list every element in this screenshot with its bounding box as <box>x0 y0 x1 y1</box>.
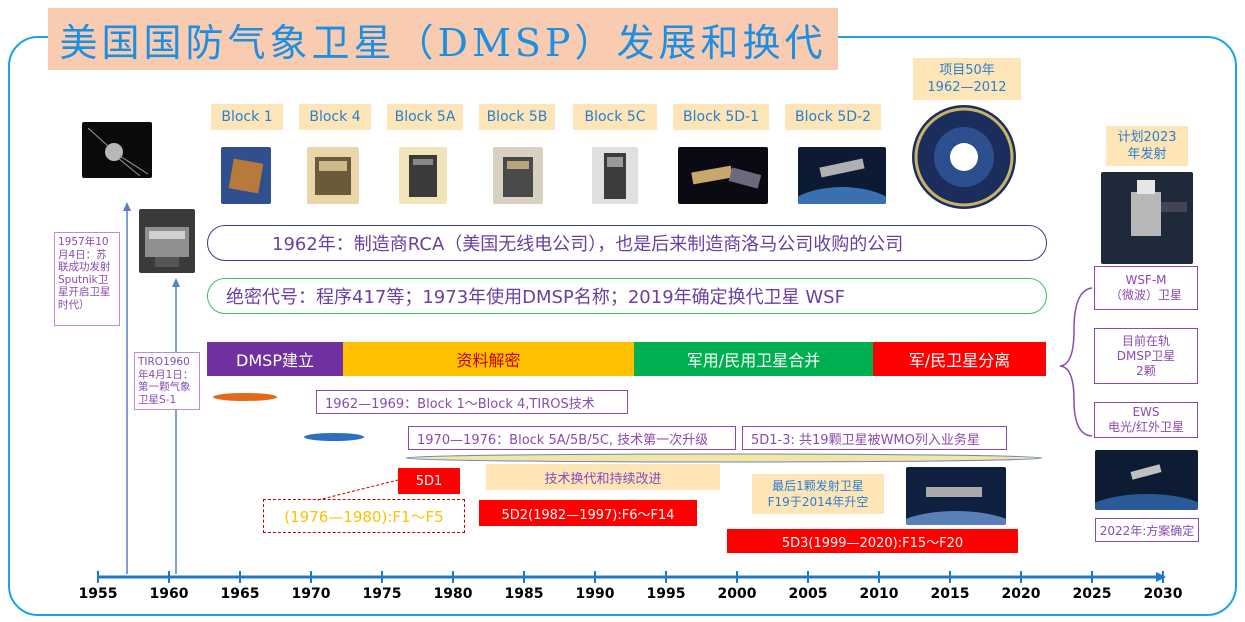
ews-line1: EWS <box>1132 405 1160 419</box>
year-label: 1995 <box>646 586 686 602</box>
wsf-m-line2: （微波）卫星 <box>1109 288 1182 302</box>
block-5d1-tag: Block 5D-1 <box>673 104 769 130</box>
block-5a-image <box>399 147 447 204</box>
year-label: 2015 <box>930 586 970 602</box>
year-label: 1980 <box>433 586 473 602</box>
dmsp-50-years-seal <box>912 105 1016 209</box>
anniversary-tag: 项目50年 1962—2012 <box>913 58 1021 100</box>
block-5c-tag: Block 5C <box>573 104 657 130</box>
block-1-tag: Block 1 <box>211 104 283 130</box>
range-5d1: (1976—1980):F1～F5 <box>263 499 465 533</box>
plan-line1: 计划2023 <box>1117 130 1177 145</box>
block-5b-image <box>493 147 543 204</box>
block-5c-image <box>592 147 638 204</box>
ews-box: EWS 电光/红外卫星 <box>1094 402 1198 438</box>
in-orbit-line1: 目前在轨 <box>1121 333 1170 348</box>
block-5d2-tag: Block 5D-2 <box>785 104 881 130</box>
year-label: 1970 <box>291 586 331 602</box>
block-5a-tag: Block 5A <box>387 104 463 130</box>
in-orbit-line2: DMSP卫星 <box>1116 348 1176 363</box>
year-label: 1985 <box>504 586 544 602</box>
block-5d2-image <box>798 147 886 204</box>
year-label: 1960 <box>149 586 189 602</box>
last-sat-note: 最后1颗发射卫星 F19于2014年升空 <box>752 474 884 514</box>
rca-capsule: 1962年：制造商RCA（美国无线电公司），也是后来制造商洛马公司收购的公司 <box>207 225 1047 261</box>
phase-bar-declassify: 资料解密 <box>343 342 634 376</box>
year-label: 2010 <box>859 586 899 602</box>
period-1970-1976: 1970—1976：Block 5A/5B/5C, 技术第一次升级 <box>408 426 736 450</box>
phase-label: 军/民卫星分离 <box>908 351 1011 370</box>
phase-label: 军用/民用卫星合并 <box>686 351 821 370</box>
last-sat-image <box>906 467 1006 525</box>
block-4-tag: Block 4 <box>299 104 371 130</box>
plan-line2: 年发射 <box>1127 147 1167 162</box>
year-label: 2000 <box>717 586 757 602</box>
ews-line2: 电光/红外卫星 <box>1107 420 1185 434</box>
phase-label: DMSP建立 <box>236 351 314 370</box>
phase-bar-establish: DMSP建立 <box>207 342 343 376</box>
year-label: 2030 <box>1143 586 1183 602</box>
anniversary-line1: 项目50年 <box>939 63 995 78</box>
block-4-image <box>307 147 359 204</box>
anniversary-line2: 1962—2012 <box>927 80 1007 95</box>
plan-2023-tag: 计划2023 年发射 <box>1106 126 1188 166</box>
block-5b-tag: Block 5B <box>479 104 555 130</box>
phase-bar-separate: 军/民卫星分离 <box>873 342 1046 376</box>
tag-5d3: 5D3(1999—2020):F15～F20 <box>727 529 1018 553</box>
year-label: 1975 <box>362 586 402 602</box>
title-banner: 美国国防气象卫星（DMSP）发展和换代 <box>48 8 838 70</box>
phase-bar-merge: 军用/民用卫星合并 <box>634 342 873 376</box>
in-orbit-box: 目前在轨 DMSP卫星 2颗 <box>1094 328 1198 384</box>
block-5d1-image <box>678 147 768 204</box>
year-label: 2025 <box>1072 586 1112 602</box>
tiros-image <box>139 209 195 273</box>
year-label: 2020 <box>1001 586 1041 602</box>
plan-2022-box: 2022年:方案确定 <box>1095 518 1199 542</box>
year-label: 1955 <box>78 586 118 602</box>
wsf-m-box: WSF-M （微波）卫星 <box>1094 266 1198 310</box>
last-sat-line2: F19于2014年升空 <box>767 495 869 509</box>
wsf-m-image <box>1101 172 1193 264</box>
tag-5d2: 5D2(1982—1997):F6～F14 <box>479 500 697 526</box>
sputnik-image <box>82 122 152 178</box>
ews-image <box>1095 450 1198 510</box>
wmo-note: 5D1-3: 共19颗卫星被WMO列入业务星 <box>742 426 1007 450</box>
year-label: 2005 <box>788 586 828 602</box>
tech-note: 技术换代和持续改进 <box>486 464 720 490</box>
period-1962-1969: 1962—1969：Block 1～Block 4,TIROS技术 <box>316 390 628 414</box>
tiros-note: TIRO1960年4月1日：第一颗气象卫星S-1 <box>134 352 200 410</box>
year-label: 1965 <box>220 586 260 602</box>
last-sat-line1: 最后1颗发射卫星 <box>772 479 864 493</box>
wsf-m-line1: WSF-M <box>1125 273 1167 287</box>
phase-label: 资料解密 <box>456 351 521 370</box>
page-title: 美国国防气象卫星（DMSP）发展和换代 <box>59 20 827 65</box>
year-label: 1990 <box>575 586 615 602</box>
tag-5d1: 5D1 <box>398 468 460 494</box>
block-1-image <box>221 147 271 204</box>
sputnik-note: 1957年10月4日：苏联成功发射Sputnik卫星开启卫星时代） <box>54 232 120 326</box>
in-orbit-line3: 2颗 <box>1136 363 1156 378</box>
codename-capsule: 绝密代号：程序417等；1973年使用DMSP名称；2019年确定换代卫星 WS… <box>207 278 1047 314</box>
